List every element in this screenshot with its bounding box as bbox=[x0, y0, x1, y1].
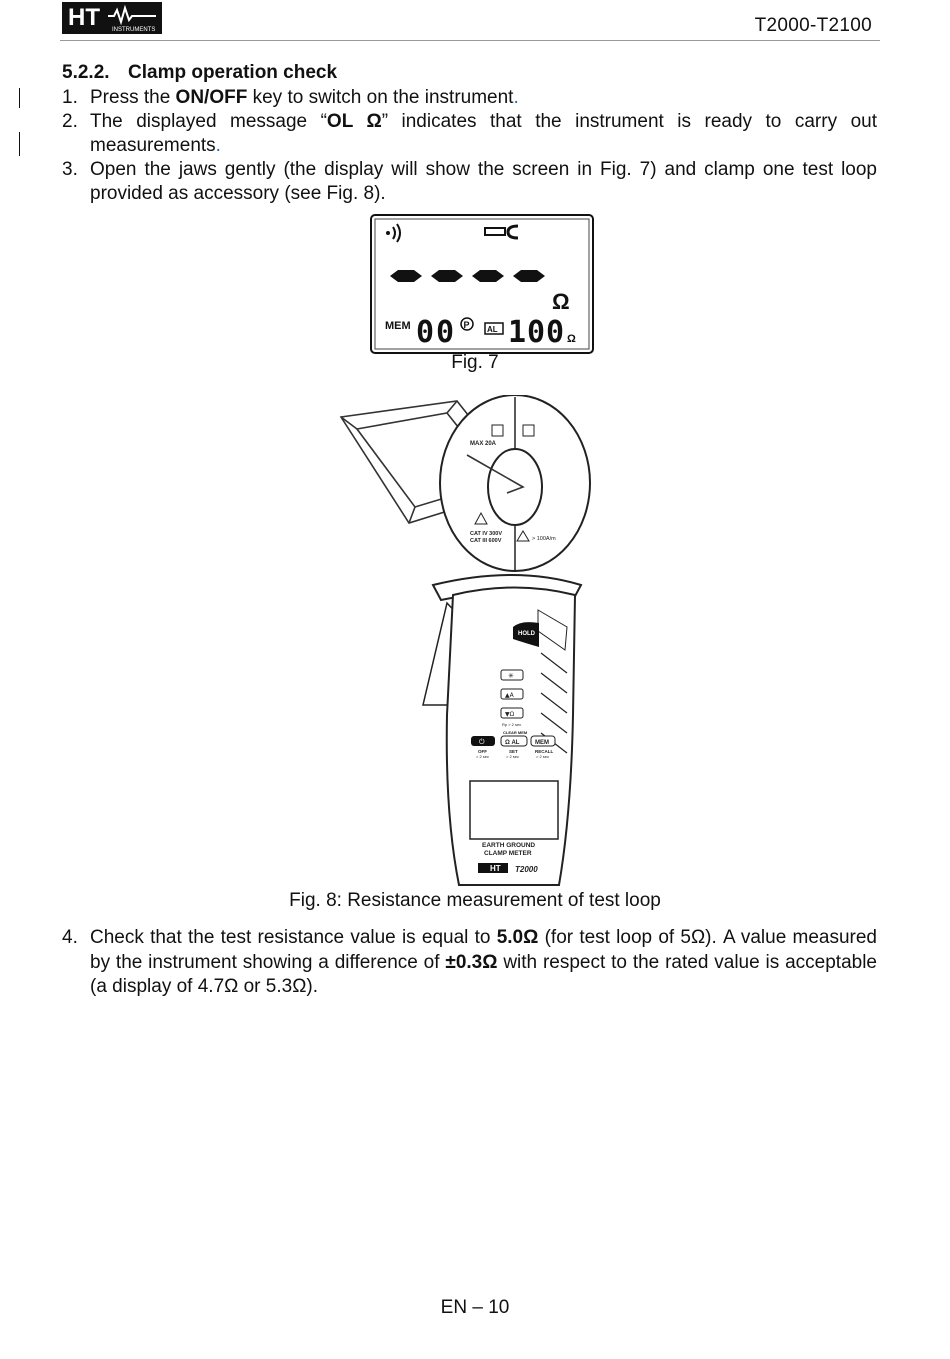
hold-label: HOLD bbox=[518, 631, 536, 637]
step-text: . bbox=[215, 135, 221, 156]
power-icon: ⏻ bbox=[479, 738, 485, 746]
down-button-note: Rp > 2 sec bbox=[502, 722, 521, 727]
mem-button[interactable] bbox=[530, 735, 556, 747]
omega-al-label: Ω AL bbox=[505, 740, 520, 746]
step-text: key to switch on the instrument bbox=[247, 87, 514, 108]
max-current-label: MAX 20A bbox=[470, 441, 497, 447]
power-button[interactable] bbox=[471, 736, 495, 746]
steps-list: 1. Press the ON/OFF key to switch on the… bbox=[62, 86, 877, 206]
lcd-small-ohm: Ω bbox=[567, 333, 576, 345]
lcd-al-label: AL bbox=[487, 325, 498, 334]
clamp-meter-figure: MAX 20A CAT IV 300V CAT III 600V > 100A/… bbox=[339, 395, 591, 886]
section-title: Clamp operation check bbox=[128, 62, 338, 83]
figure-8-caption: Fig. 8: Resistance measurement of test l… bbox=[289, 890, 661, 911]
recall-label: RECALL bbox=[535, 749, 553, 754]
step-number: 2. bbox=[62, 111, 78, 132]
display-message: OL Ω bbox=[326, 111, 382, 132]
set-label: SET bbox=[509, 749, 518, 754]
recall-note: > 2 sec bbox=[536, 754, 549, 759]
step-3: 3. Open the jaws gently (the display wil… bbox=[62, 158, 877, 206]
section-heading: 5.2.2. Clamp operation check bbox=[62, 62, 337, 84]
category-label-1: CAT IV 300V bbox=[470, 531, 502, 537]
device-type-line-1: EARTH GROUND bbox=[482, 842, 535, 849]
step-text: ” indicates that the instrument is ready… bbox=[90, 111, 877, 156]
step-text: with respect to the rated value is accep… bbox=[90, 951, 878, 998]
lcd-ohm-unit: Ω bbox=[552, 289, 570, 314]
set-note: > 2 sec bbox=[506, 754, 519, 759]
backlight-icon: ✳ bbox=[508, 672, 514, 680]
page-number: EN – 10 bbox=[440, 1297, 510, 1318]
up-button[interactable] bbox=[500, 688, 524, 700]
field-warning-label: > 100A/m bbox=[532, 536, 556, 542]
hold-button[interactable] bbox=[513, 622, 539, 647]
svg-text:HT: HT bbox=[68, 4, 100, 31]
ht-logo: HT INSTRUMENTS bbox=[62, 2, 162, 34]
device-model: T2000 bbox=[515, 865, 538, 874]
lcd-p-icon bbox=[460, 317, 474, 331]
up-button-label: ▲A bbox=[505, 692, 515, 699]
key-name: ON/OFF bbox=[175, 87, 248, 108]
step-text: Press the bbox=[90, 87, 176, 108]
svg-text:INSTRUMENTS: INSTRUMENTS bbox=[112, 27, 155, 33]
mem-label: MEM bbox=[535, 740, 549, 746]
expected-value: 5.0Ω bbox=[496, 927, 539, 948]
lcd-mem-value: 00 bbox=[416, 315, 454, 350]
device-brand: HT bbox=[490, 864, 501, 873]
buzzer-icon bbox=[386, 223, 401, 243]
off-note: > 2 sec bbox=[476, 754, 489, 759]
category-label-2: CAT III 600V bbox=[470, 538, 502, 544]
step-text: The displayed message “ bbox=[90, 111, 327, 132]
figure-7-caption: Fig. 7 bbox=[451, 352, 499, 373]
backlight-button[interactable] bbox=[500, 669, 524, 681]
clamp-body: HOLD ✳ ▲A ▼Ω Rp > 2 sec CLEAR MEM ⏻ Ω AL… bbox=[422, 574, 583, 886]
steps-list-continued: 4. Check that the test resistance value … bbox=[62, 926, 877, 1000]
section-number: 5.2.2. bbox=[62, 62, 110, 83]
lcd-dashes bbox=[390, 270, 545, 282]
step-1: 1. Press the ON/OFF key to switch on the… bbox=[62, 86, 877, 110]
step-number: 3. bbox=[62, 159, 78, 180]
clear-mem-label: CLEAR MEM bbox=[503, 730, 528, 735]
lcd-al-box bbox=[484, 322, 504, 335]
step-text: . bbox=[513, 87, 519, 108]
off-label: OFF bbox=[478, 749, 487, 754]
down-button[interactable] bbox=[500, 707, 524, 719]
down-button-label: ▼Ω bbox=[505, 711, 515, 718]
step-number: 4. bbox=[62, 927, 78, 948]
step-4: 4. Check that the test resistance value … bbox=[62, 926, 877, 1000]
document-code: T2000-T2100 bbox=[754, 15, 872, 36]
revision-bar bbox=[19, 132, 20, 156]
device-brand-logo bbox=[478, 863, 508, 873]
lcd-p-symbol: P bbox=[464, 320, 470, 330]
step-2: 2. The displayed message “OL Ω” indicate… bbox=[62, 110, 877, 158]
lcd-mem-label: MEM bbox=[385, 320, 411, 332]
device-display bbox=[469, 780, 559, 840]
device-type-line-2: CLAMP METER bbox=[484, 850, 532, 857]
step-text: (for test loop of 5Ω). A value measured … bbox=[90, 927, 877, 973]
clamp-icon bbox=[484, 224, 519, 240]
step-number: 1. bbox=[62, 87, 78, 108]
lcd-al-value: 100 bbox=[508, 315, 564, 350]
lcd-display-figure: Ω MEM 00 P AL 100 Ω bbox=[370, 214, 594, 354]
revision-bar bbox=[19, 88, 20, 108]
step-text: Check that the test resistance value is … bbox=[90, 927, 497, 948]
tolerance-value: ±0.3Ω bbox=[445, 951, 498, 973]
page-header: HT INSTRUMENTS T2000-T2100 bbox=[60, 0, 880, 41]
step-text: Open the jaws gently (the display will s… bbox=[90, 159, 877, 204]
omega-al-button[interactable] bbox=[500, 735, 528, 747]
